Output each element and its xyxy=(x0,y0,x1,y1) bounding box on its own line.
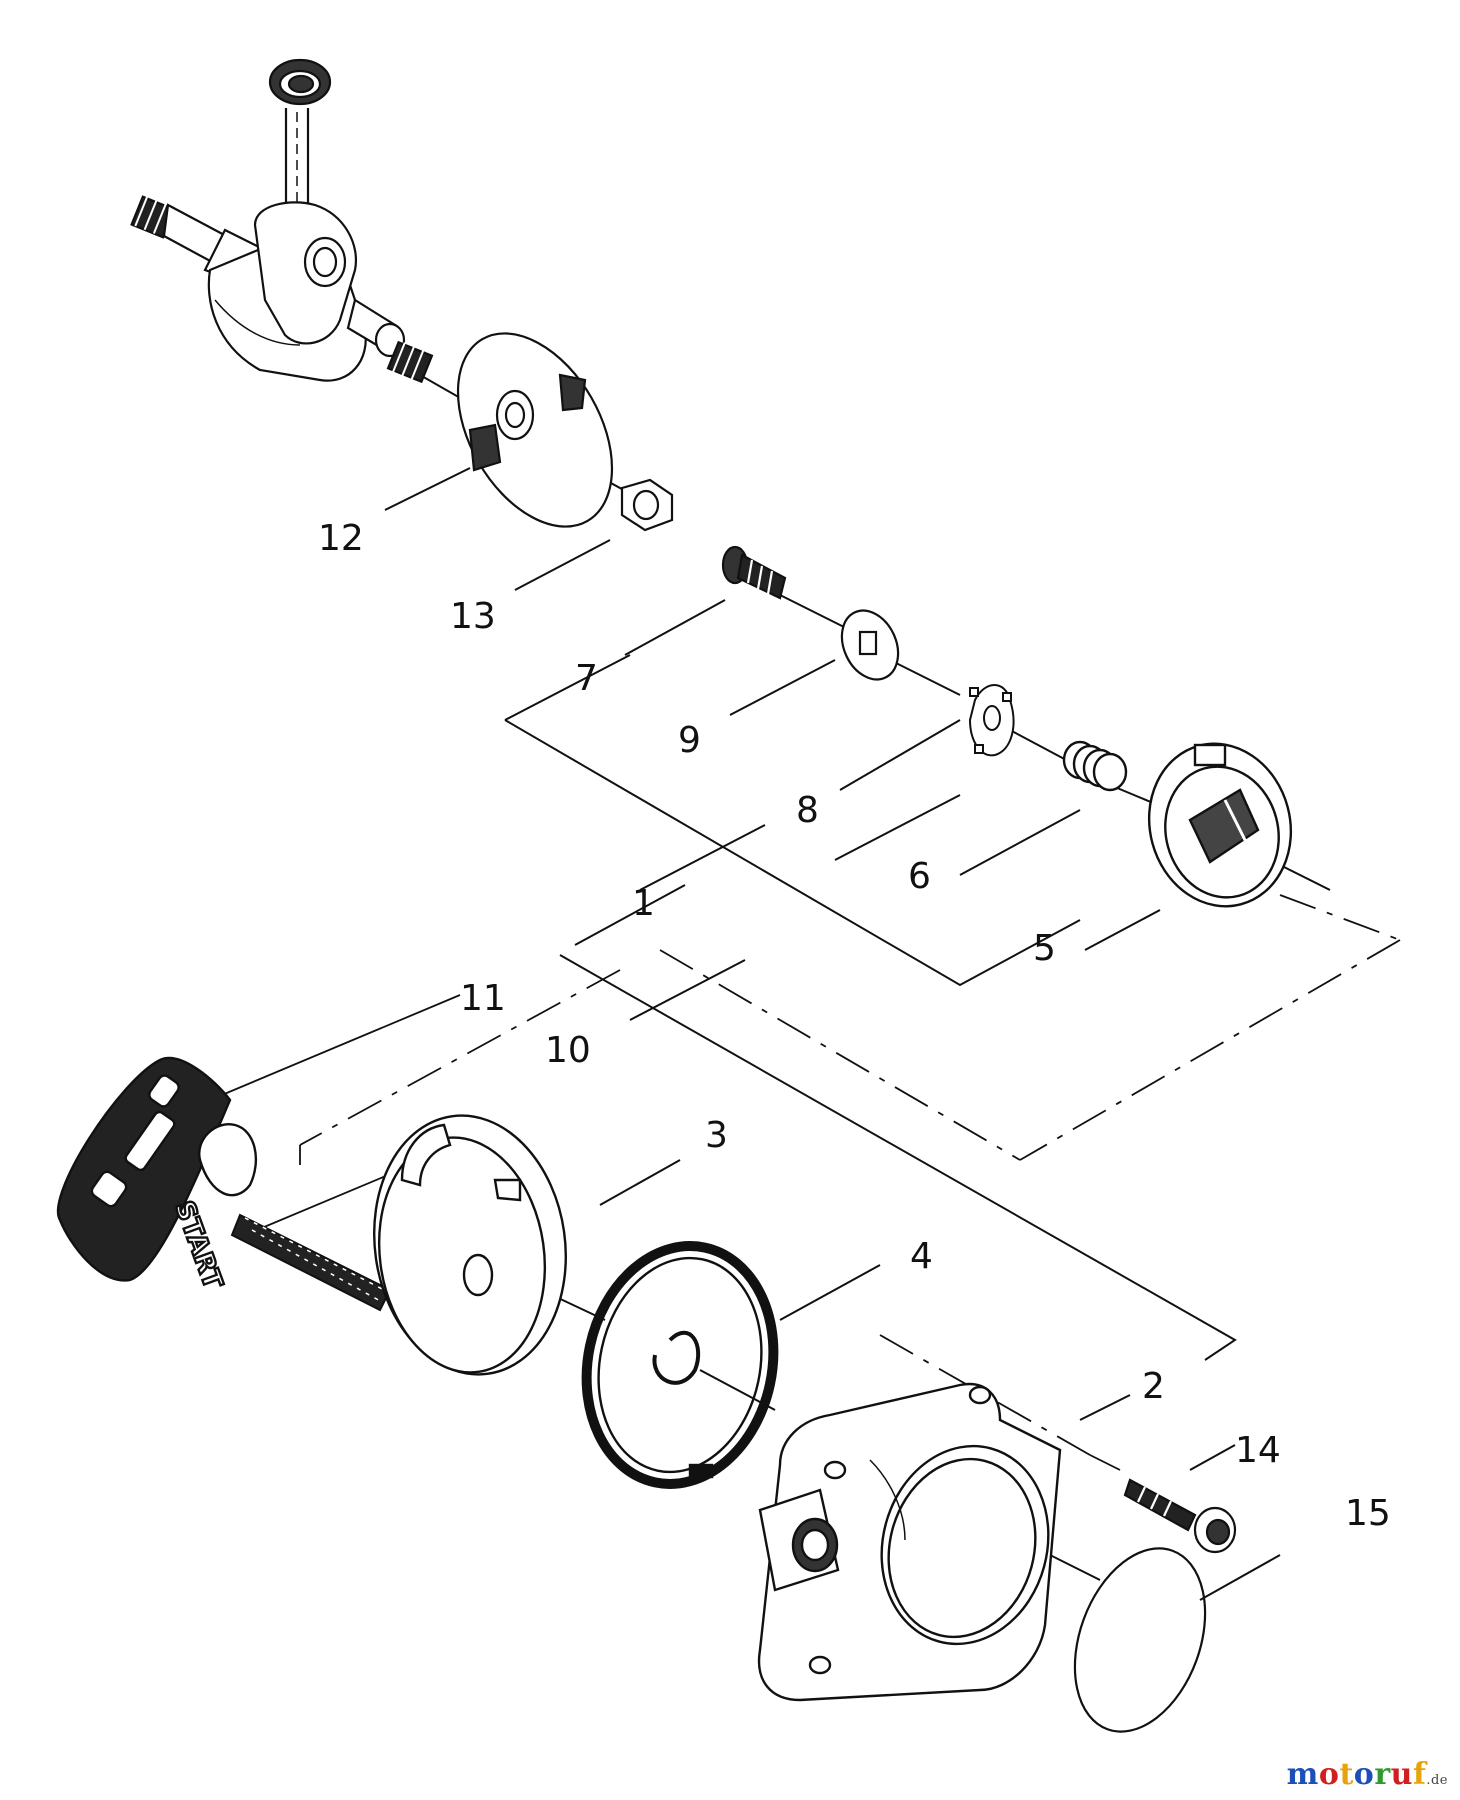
recoil-spring-illustration xyxy=(581,1241,779,1489)
callout-9: 9 xyxy=(678,720,701,761)
lock-washer-illustration xyxy=(968,684,1015,757)
watermark-letter: o xyxy=(1318,1757,1340,1792)
watermark-letter: r xyxy=(1374,1757,1391,1792)
callout-1: 1 xyxy=(632,883,655,924)
washer-illustration xyxy=(840,609,900,681)
callout-7: 7 xyxy=(575,658,598,699)
label-disc-illustration xyxy=(1073,1547,1207,1733)
callout-6: 6 xyxy=(908,856,931,897)
crankshaft-thread-right xyxy=(386,340,434,384)
watermark-letter: t xyxy=(1339,1757,1354,1792)
watermark-letter: f xyxy=(1412,1757,1427,1792)
crankshaft-illustration xyxy=(130,58,434,384)
crankshaft-thread-left xyxy=(130,195,176,239)
watermark-letter: o xyxy=(1353,1757,1375,1792)
callout-13: 13 xyxy=(450,596,496,637)
spring-illustration xyxy=(1062,740,1128,792)
nut-illustration xyxy=(620,478,674,532)
drive-plate-illustration xyxy=(456,332,614,528)
housing-screw-illustration xyxy=(1123,1478,1237,1554)
screw-illustration xyxy=(721,545,787,600)
rope-illustration xyxy=(230,1213,392,1312)
watermark-text: motoruf xyxy=(1287,1757,1427,1792)
callout-11: 11 xyxy=(460,978,506,1019)
callout-labels: 12 13 7 9 8 1 6 5 11 10 3 4 2 14 15 xyxy=(318,518,1391,1534)
callout-4: 4 xyxy=(910,1236,933,1277)
callout-14: 14 xyxy=(1235,1430,1281,1471)
callout-2: 2 xyxy=(1142,1366,1165,1407)
callout-3: 3 xyxy=(705,1115,728,1156)
callout-12: 12 xyxy=(318,518,364,559)
starter-housing-illustration xyxy=(757,1382,1062,1702)
pawl-housing-illustration xyxy=(1147,742,1293,908)
callout-5: 5 xyxy=(1033,928,1056,969)
callout-15: 15 xyxy=(1345,1493,1391,1534)
watermark-logo: motoruf.de xyxy=(1287,1757,1448,1792)
watermark-letter: m xyxy=(1286,1757,1319,1792)
watermark-letter: u xyxy=(1390,1757,1413,1792)
assembly-axis-lines xyxy=(209,374,1401,1581)
pulley-illustration xyxy=(373,1114,567,1376)
watermark-suffix: .de xyxy=(1426,1773,1448,1788)
leader-lines xyxy=(384,467,1281,1601)
callout-10: 10 xyxy=(545,1030,591,1071)
callout-8: 8 xyxy=(796,790,819,831)
handle-start-text: START xyxy=(168,1197,227,1293)
